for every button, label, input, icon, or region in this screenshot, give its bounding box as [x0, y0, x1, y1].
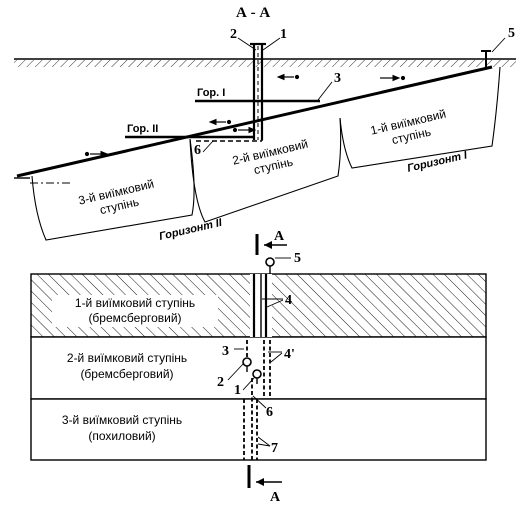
cut-marker-top-label: A [274, 229, 285, 244]
plan-callout-1: 1 [234, 383, 241, 398]
cut-marker-top: A [255, 229, 287, 255]
svg-text:(бремсберговий): (бремсберговий) [80, 367, 173, 381]
cross-section: А - А [14, 5, 516, 243]
flow-arrows [84, 73, 406, 158]
plan-callout-3: 3 [222, 344, 229, 359]
section-callouts [202, 37, 506, 153]
horizon-1-drift: Гор. I [195, 87, 320, 103]
workings-4 [252, 274, 268, 337]
plan-step-2-block [30, 336, 487, 400]
plan-view: A A 1-й виїмковий ступінь (бремсберговий… [30, 229, 487, 505]
plan-callout-6: 6 [266, 405, 273, 420]
callout-3: 3 [334, 71, 341, 86]
main-shaft [250, 42, 266, 140]
plan-step-3-block [30, 398, 487, 461]
section-title: А - А [236, 5, 270, 21]
plan-callout-7: 7 [271, 441, 278, 456]
svg-text:2-й виїмковий ступінь: 2-й виїмковий ступінь [67, 351, 187, 365]
plan-shaft-2 [242, 357, 252, 372]
svg-text:(бремсберговий): (бремсберговий) [88, 311, 181, 325]
horizon-1-label: Гор. I [197, 87, 225, 99]
horizon-2-name: Горизонт II [158, 217, 224, 243]
plan-step-1-label: 1-й виїмковий ступінь (бремсберговий) [75, 296, 195, 325]
cut-marker-bottom-label: A [270, 490, 281, 505]
plan-shaft-1 [252, 369, 262, 384]
step-2-name: 2-й виїмковий ступінь [231, 137, 309, 177]
step-outlines [31, 66, 501, 241]
plan-step-1-label-bg [52, 295, 218, 327]
plan-callout-4: 4 [285, 293, 292, 308]
ground-surface [14, 58, 516, 67]
horizon-2-drift: Гор. II [125, 123, 263, 142]
plan-step-2-label: 2-й виїмковий ступінь (бремсберговий) [67, 351, 187, 381]
plan-shaft-5 [265, 257, 275, 274]
workings-6-7 [243, 378, 258, 460]
svg-text:Горизонт II: Горизонт II [158, 217, 224, 243]
callout-5: 5 [508, 26, 515, 41]
cut-marker-bottom: A [247, 465, 282, 505]
step-1-name: 1-й виїмковий ступінь [369, 107, 447, 147]
step-3-name: 3-й виїмковий ступінь [77, 177, 155, 217]
workings-4-prime [263, 340, 271, 398]
horizon-1-name: Горизонт I [406, 149, 469, 175]
plan-callout-5: 5 [294, 251, 301, 266]
svg-text:1-й виїмковий ступінь: 1-й виїмковий ступінь [75, 296, 195, 310]
callout-2: 2 [230, 27, 237, 42]
svg-text:(похиловий): (похиловий) [88, 429, 155, 443]
callout-1: 1 [280, 27, 287, 42]
svg-text:Горизонт I: Горизонт I [406, 149, 469, 175]
callout-6: 6 [194, 143, 201, 158]
plan-callout-leaders [227, 257, 291, 447]
plan-step-3-label: 3-й виїмковий ступінь (похиловий) [62, 413, 182, 443]
shaft-5 [481, 50, 491, 68]
horizon-2-label: Гор. II [127, 123, 158, 135]
svg-text:3-й виїмковий ступінь: 3-й виїмковий ступінь [62, 413, 182, 427]
plan-callout-4-prime: 4' [284, 347, 295, 362]
plan-callout-2: 2 [217, 375, 224, 390]
